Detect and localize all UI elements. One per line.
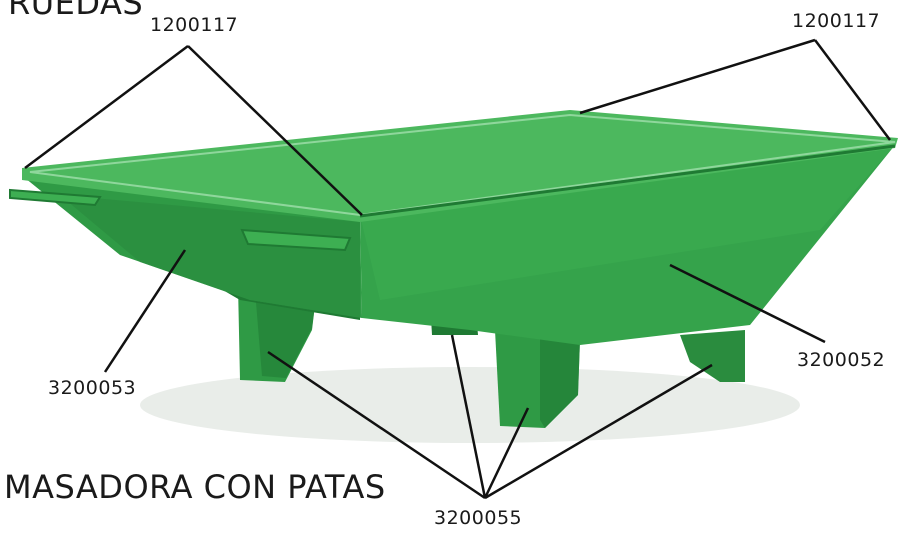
leader-3200055-c [483,407,530,499]
handle-left [9,188,102,207]
part-label-side-panel: 3200053 [48,377,137,399]
part-label-legs: 3200055 [434,507,523,529]
diagram-title: MASADORA CON PATAS [4,468,386,506]
leg-back-right [680,330,745,382]
leader-1200117-right-b [814,39,891,141]
leader-3200052 [669,263,826,344]
leader-3200055-d [484,363,713,500]
part-label-end-panel: 3200052 [797,349,886,371]
header-partial-label: RUEDAS [8,0,144,22]
leader-1200117-right-a [579,38,816,115]
part-label-rim-right: 1200117 [792,10,881,32]
leader-lines [24,38,891,500]
leader-3200053 [103,249,187,373]
trough-rim [22,110,898,222]
handle-front [240,228,352,252]
leader-1200117-left-b [187,45,363,216]
leader-3200055-b [450,334,487,499]
part-label-rim-left: 1200117 [150,14,239,36]
floor-shadow [140,367,800,443]
leader-3200055-a [267,350,486,500]
leader-1200117-left-a [24,44,189,170]
